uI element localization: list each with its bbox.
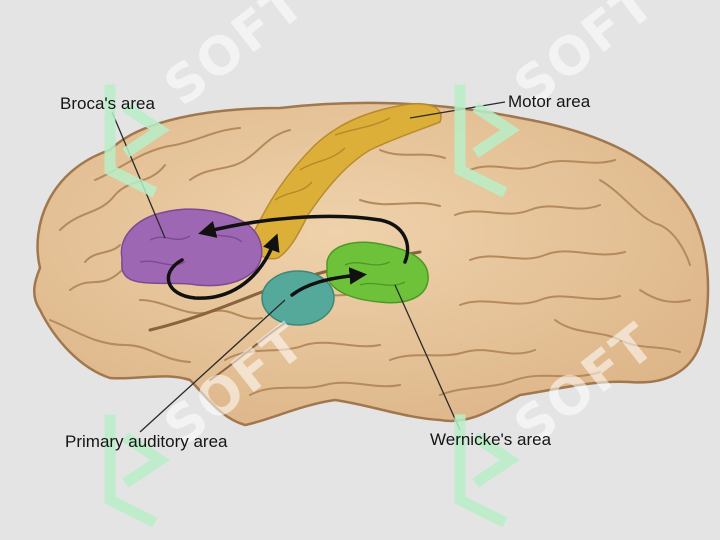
leader-auditory — [139, 299, 286, 433]
leader-lines — [111, 101, 506, 433]
brain-gyri — [49, 127, 691, 396]
label-primary-auditory-area: Primary auditory area — [65, 432, 228, 451]
arrow-broca-to-motor — [166, 233, 280, 300]
label-motor-area: Motor area — [508, 92, 591, 111]
arrow-auditory-to-wernicke — [290, 267, 367, 297]
leader-wernicke — [394, 284, 461, 431]
watermark-logo-marks — [104, 84, 520, 528]
label-wernicke-area: Wernicke's area — [430, 430, 552, 449]
wernicke-area — [326, 241, 429, 304]
label-broca-area: Broca's area — [60, 94, 155, 113]
broca-area — [120, 208, 263, 287]
pathway-arrows — [166, 214, 410, 300]
motor-area — [252, 102, 442, 260]
leader-broca — [111, 111, 166, 239]
arrow-wernicke-to-broca — [198, 214, 410, 264]
